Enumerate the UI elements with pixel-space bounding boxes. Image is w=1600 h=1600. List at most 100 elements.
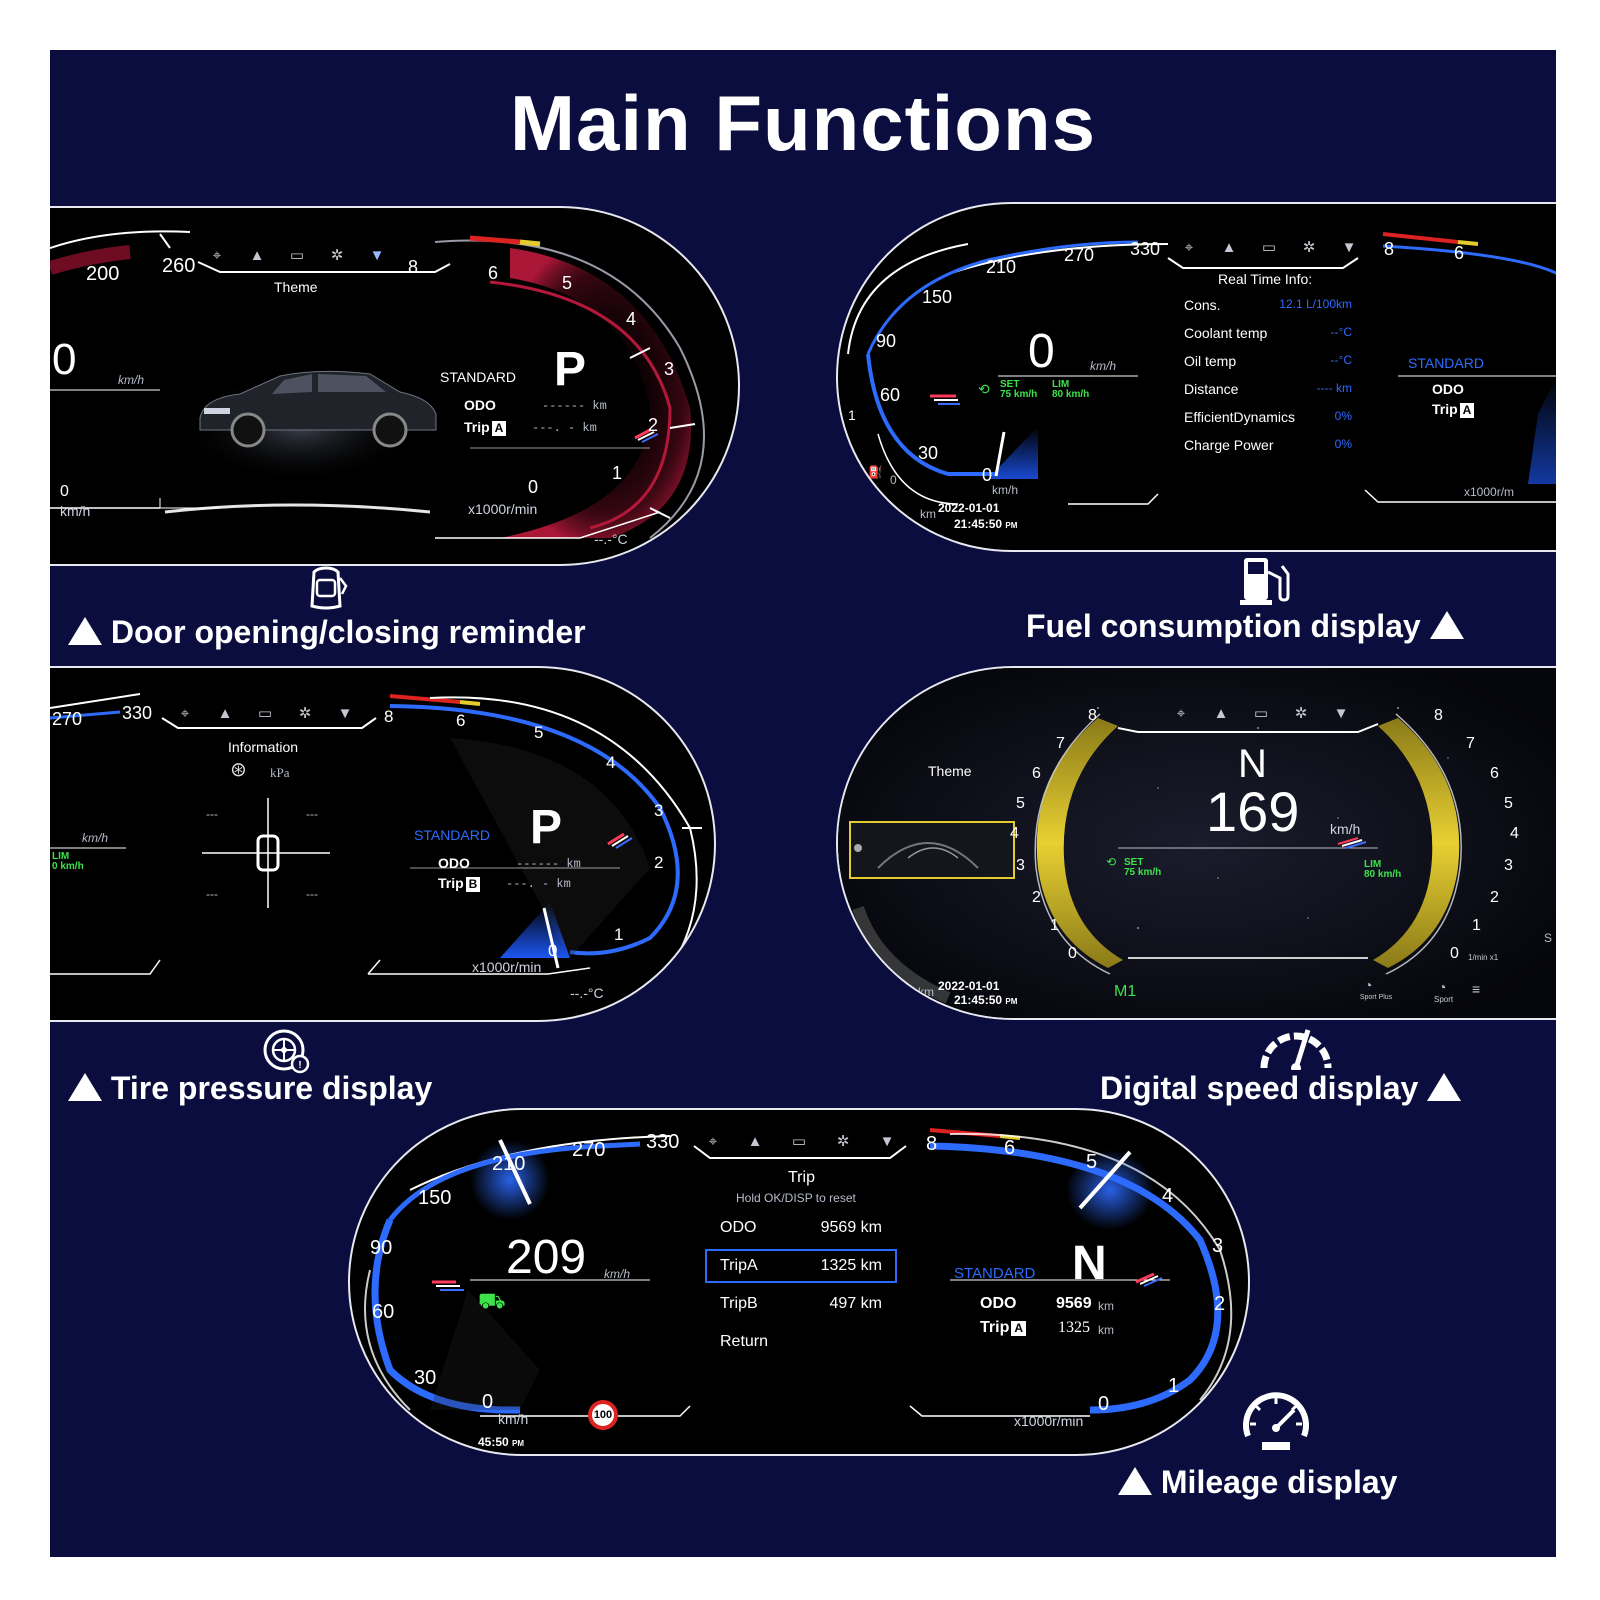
- speed-tick: 270: [1064, 245, 1095, 265]
- speed-tick: 0: [482, 1391, 494, 1413]
- trip-badge: B: [465, 877, 481, 892]
- fuel-panel-graphics: [847, 232, 1556, 505]
- rpm-tick-right: 2: [1490, 889, 1499, 906]
- trip-badge: A: [1011, 1321, 1027, 1336]
- rpm-tick: 6: [456, 711, 466, 730]
- shirt-icon: ▼: [369, 247, 385, 264]
- rpm-tick: 5: [534, 723, 544, 742]
- drive-mode: STANDARD: [414, 827, 490, 843]
- car-icon: ▭: [257, 705, 273, 722]
- trip-menu-item-odo[interactable]: ODO 9569 km: [720, 1219, 882, 1236]
- car-door-icon: [310, 566, 348, 610]
- trip-menu-item-tripa[interactable]: TripA 1325 km: [720, 1257, 882, 1274]
- speed-unit: km/h: [118, 373, 145, 387]
- temperature-readout: --.-°C: [594, 531, 628, 547]
- sport-label: Sport: [1434, 995, 1454, 1004]
- rpm-tick-left: 4: [1010, 825, 1019, 842]
- speed-unit: km/h: [604, 1267, 631, 1281]
- location-pin-icon: ⌖: [1184, 239, 1194, 256]
- odo-unit: km: [1098, 1299, 1114, 1313]
- speedometer-icon: [1260, 1029, 1332, 1070]
- speed-tick: 200: [86, 263, 120, 285]
- cluster-panel-mileage: 330 270 210 150 90 60 30 0 209 km/h ⛟ km…: [348, 1108, 1250, 1456]
- rpm-tick: 2: [654, 853, 664, 872]
- speed-min-tick: 0: [60, 483, 69, 500]
- trip-value: 1325: [1058, 1319, 1090, 1336]
- rpm-tick: 4: [1162, 1185, 1174, 1207]
- rpm-tick: 6: [1004, 1137, 1016, 1159]
- rpm-tick: 5: [1086, 1151, 1098, 1173]
- warning-triangle-icon: ▲: [1221, 239, 1237, 256]
- rpm-tick: 2: [1214, 1293, 1226, 1315]
- rpm-unit: x1000r/min: [468, 501, 538, 517]
- rpm-tick-right: 5: [1504, 795, 1513, 812]
- date-readout: 2022-01-01: [938, 979, 1000, 993]
- time-readout: 21:45:50 PM: [954, 517, 1018, 531]
- speed-tick: 90: [370, 1237, 393, 1259]
- rpm-tick: 8: [1384, 239, 1395, 259]
- rpm-tick: 3: [1212, 1235, 1224, 1257]
- trip-menu-item-return[interactable]: Return: [720, 1333, 769, 1350]
- speed-tick: 30: [918, 443, 939, 463]
- car-icon: ▭: [1253, 705, 1269, 722]
- feature-caption-fuel: Fuel consumption display: [1026, 608, 1464, 645]
- speed-panel-graphics: [838, 668, 1556, 1018]
- speed-unit-bottom: km/h: [992, 483, 1019, 497]
- rpm-tick: 3: [664, 359, 675, 379]
- speed-unit: km/h: [82, 831, 109, 845]
- car-image: [199, 370, 437, 448]
- speed-tick: 270: [572, 1139, 606, 1161]
- page-title: Main Functions: [510, 79, 1096, 167]
- sport-plus-icon: ◔: [1364, 977, 1373, 993]
- car-icon: ▭: [1261, 239, 1277, 256]
- menu-title: Information: [228, 739, 299, 755]
- drive-mode-memory: M1: [1114, 983, 1137, 1000]
- rpm-tick: 5: [562, 273, 573, 293]
- triangle-marker: [68, 617, 102, 645]
- rpm-tick-left: 2: [1032, 889, 1041, 906]
- rpm-tick-left: 1: [1050, 917, 1059, 934]
- pressure-unit: kPa: [270, 765, 290, 780]
- trip-menu-item-tripb[interactable]: TripB 497 km: [720, 1295, 882, 1312]
- rpm-tick: 3: [654, 801, 664, 820]
- triangle-marker: [1427, 1073, 1462, 1101]
- info-title: Real Time Info:: [1218, 271, 1313, 287]
- tire-pressure-rear-right: ---: [306, 887, 318, 901]
- speed-tick: 90: [876, 331, 897, 351]
- speed-tick: 210: [492, 1153, 526, 1175]
- rpm-tick: 6: [488, 263, 499, 283]
- time-readout: 45:50 PM: [478, 1435, 525, 1449]
- feature-caption-tire: Tire pressure display: [68, 1070, 432, 1107]
- tire-icon-small: ⊛: [230, 759, 247, 781]
- odo-value: ------ km: [516, 857, 581, 871]
- odo-label: ODO: [464, 397, 496, 413]
- mileage-panel-graphics: [364, 1128, 1233, 1417]
- rpm-tick: 8: [926, 1133, 938, 1155]
- eco-icon: ≡: [1472, 981, 1481, 997]
- feature-caption-door: Door opening/closing reminder: [68, 614, 586, 651]
- rpm-tick-left: 6: [1032, 765, 1041, 782]
- tire-icon: !: [263, 1029, 310, 1074]
- drive-mode: STANDARD: [954, 1265, 1036, 1282]
- rpm-tick-right: 7: [1466, 735, 1475, 752]
- shirt-icon: ▼: [879, 1133, 895, 1150]
- sport-icon: ◔: [1438, 979, 1447, 995]
- cruise-icon: ⟲: [978, 381, 990, 397]
- infographic-canvas: Main Functions: [50, 50, 1556, 1557]
- gear-indicator: P: [530, 801, 563, 854]
- warning-triangle-icon: ▲: [1213, 705, 1229, 722]
- rpm-tick-right: 4: [1510, 825, 1519, 842]
- rpm-tick: 0: [528, 477, 539, 497]
- odo-label: ODO: [980, 1295, 1017, 1312]
- triangle-marker: [1118, 1467, 1152, 1495]
- rpm-tick: 8: [408, 257, 419, 277]
- trip-badge: A: [1459, 403, 1475, 418]
- speed-tick: 330: [646, 1131, 680, 1153]
- rpm-tick: 6: [1454, 243, 1465, 263]
- menu-hint: Hold OK/DISP to reset: [736, 1191, 856, 1205]
- speed-tick: 0: [982, 465, 993, 485]
- gear-indicator: P: [554, 343, 587, 396]
- cluster-panel-door: 200 260 0 km/h 0 km/h ⌖ ▲ ▭ ✲ ▼ Theme ST…: [50, 206, 740, 566]
- rpm-tick: 1: [612, 463, 623, 483]
